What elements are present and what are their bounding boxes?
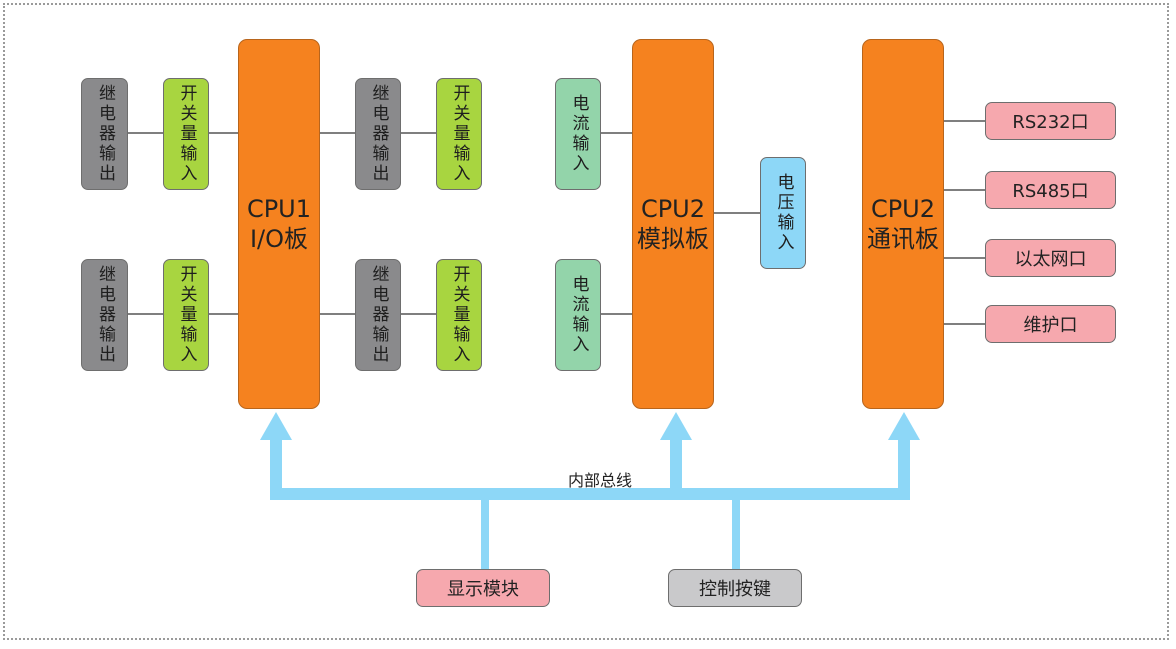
cpu2-analog-board: CPU2 模拟板 — [632, 39, 714, 409]
maintenance-port-box: 维护口 — [985, 305, 1116, 343]
switch-input-label: 开关量输入 — [176, 84, 197, 184]
display-module-box: 显示模块 — [416, 569, 550, 607]
voltage-input-box: 电压输入 — [760, 157, 806, 269]
relay-output-label: 继电器输出 — [368, 265, 389, 365]
cpu1-io-board: CPU1 I/O板 — [238, 39, 320, 409]
switch-input-label: 开关量输入 — [449, 84, 470, 184]
relay-output-label: 继电器输出 — [95, 265, 115, 365]
switch-input-box: 开关量输入 — [163, 259, 209, 371]
relay-output-box: 继电器输出 — [81, 78, 128, 190]
control-keys-label: 控制按键 — [699, 579, 771, 600]
relay-output-box: 继电器输出 — [355, 78, 401, 190]
rs485-port-box: RS485口 — [985, 171, 1116, 209]
relay-output-label: 继电器输出 — [95, 84, 115, 184]
ethernet-port-label: 以太网口 — [1014, 249, 1087, 270]
maintenance-port-label: 维护口 — [1023, 315, 1078, 336]
switch-input-box: 开关量输入 — [436, 259, 482, 371]
switch-input-box: 开关量输入 — [163, 78, 209, 190]
voltage-input-label: 电压输入 — [773, 173, 794, 253]
cpu2-comm-subtitle: 通讯板 — [867, 225, 939, 253]
switch-input-label: 开关量输入 — [176, 265, 197, 365]
current-input-label: 电流输入 — [568, 94, 589, 174]
rs485-port-label: RS485口 — [1012, 181, 1089, 202]
relay-output-box: 继电器输出 — [355, 259, 401, 371]
cpu2-analog-subtitle: 模拟板 — [637, 225, 709, 253]
current-input-box: 电流输入 — [555, 259, 601, 371]
cpu1-subtitle: I/O板 — [249, 225, 309, 253]
rs232-port-box: RS232口 — [985, 102, 1116, 140]
control-keys-box: 控制按键 — [668, 569, 802, 607]
internal-bus — [260, 412, 920, 570]
internal-bus-label: 内部总线 — [568, 471, 633, 490]
cpu2-analog-title: CPU2 — [640, 195, 706, 223]
rs232-port-label: RS232口 — [1012, 112, 1089, 133]
cpu2-comm-board: CPU2 通讯板 — [862, 39, 944, 409]
switch-input-label: 开关量输入 — [449, 265, 470, 365]
cpu2-comm-title: CPU2 — [870, 195, 936, 223]
current-input-label: 电流输入 — [568, 275, 589, 355]
dotted-frame — [3, 3, 1169, 640]
current-input-box: 电流输入 — [555, 78, 601, 190]
cpu1-title: CPU1 — [246, 195, 312, 223]
switch-input-box: 开关量输入 — [436, 78, 482, 190]
ethernet-port-box: 以太网口 — [985, 239, 1116, 277]
relay-output-box: 继电器输出 — [81, 259, 128, 371]
display-module-label: 显示模块 — [447, 579, 519, 600]
relay-output-label: 继电器输出 — [368, 84, 389, 184]
